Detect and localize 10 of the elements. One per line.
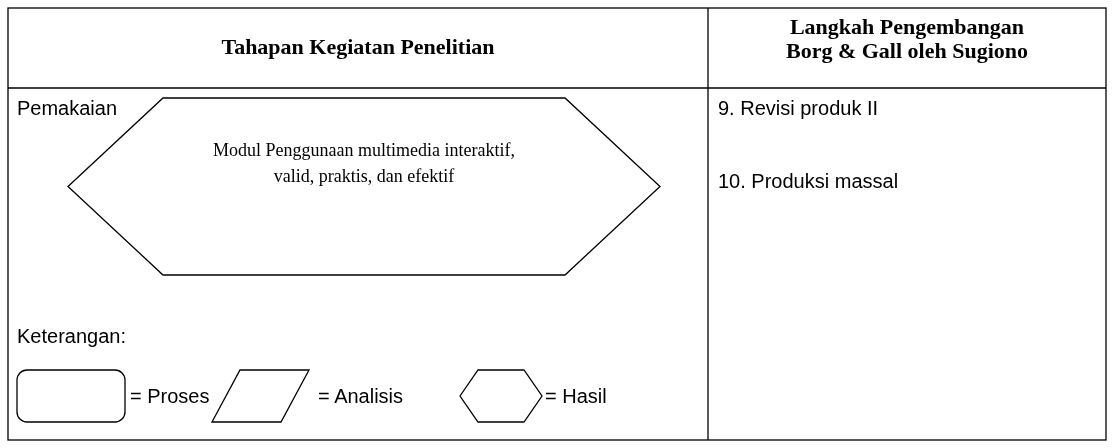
legend-text: = Hasil <box>545 385 607 407</box>
legend-text: = Analisis <box>318 385 404 407</box>
step-text: 10. Produksi massal <box>718 170 899 192</box>
legend-text: = Proses <box>130 385 210 407</box>
stage-label: Pemakaian <box>17 97 118 119</box>
column-header: Tahapan Kegiatan Penelitian <box>220 35 496 60</box>
column-header: Langkah Pengembangan Borg & Gall oleh Sugiono <box>784 15 1029 64</box>
step-text: 9. Revisi produk II <box>718 97 879 119</box>
result-text: Modul Penggunaan multimedia interaktif, valid, praktis, dan efektif <box>212 138 516 188</box>
legend-heading: Keterangan: <box>17 325 126 347</box>
